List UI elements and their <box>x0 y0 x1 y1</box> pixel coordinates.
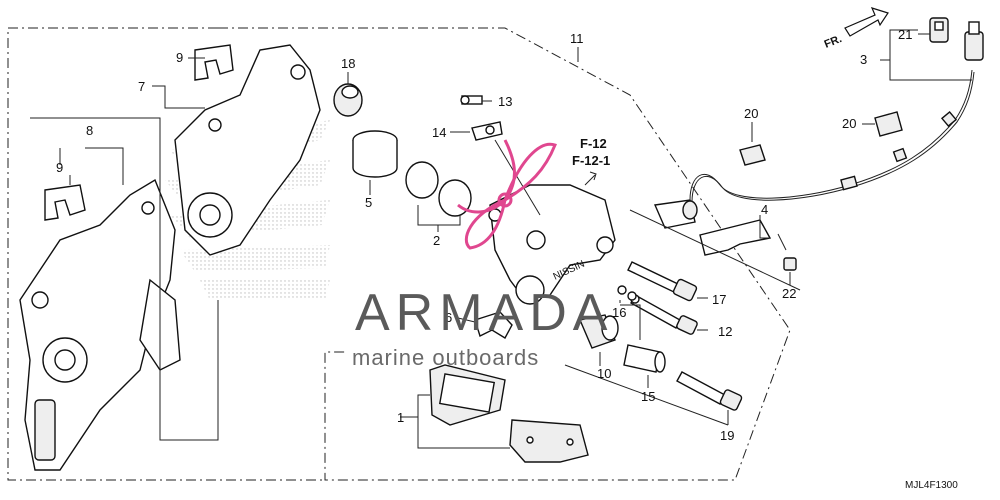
front-direction-label: FR. <box>823 33 844 51</box>
spring-16[interactable] <box>617 285 637 301</box>
collar-15[interactable] <box>623 344 666 373</box>
bleeder-screw-13[interactable] <box>460 95 483 105</box>
slide-pin-17[interactable] <box>627 261 698 302</box>
callout-1: 1 <box>397 410 404 425</box>
callout-19: 19 <box>720 428 734 443</box>
leaders-pins <box>564 304 729 426</box>
brake-pad-set-1[interactable] <box>429 364 589 463</box>
pin-boot-18[interactable] <box>333 83 363 117</box>
watermark-brand: ARMADA <box>355 284 613 342</box>
caliper-bracket-7[interactable] <box>174 44 321 256</box>
wheel-speed-sensor-3[interactable] <box>653 69 975 229</box>
callout-11: 11 <box>570 31 584 46</box>
callout-2: 2 <box>433 233 440 248</box>
reference-f12[interactable]: F-12 <box>580 136 607 151</box>
wire-clamp-20a[interactable] <box>739 144 766 166</box>
callout-9-lower: 9 <box>56 160 63 175</box>
callout-20-right: 20 <box>842 116 856 131</box>
pad-spring-clip-9a[interactable] <box>194 44 234 81</box>
callout-17: 17 <box>712 292 726 307</box>
piston-5[interactable] <box>352 130 398 178</box>
bolt-19[interactable] <box>676 371 743 411</box>
pad-clip-6[interactable] <box>474 311 513 339</box>
caliper-body-11[interactable]: NISSIN <box>488 184 616 305</box>
callout-4: 4 <box>761 202 768 217</box>
callout-15: 15 <box>641 389 655 404</box>
watermark-tagline: marine outboards <box>352 345 539 370</box>
reference-f12-1[interactable]: F-12-1 <box>572 153 610 168</box>
assembly-boundary <box>7 27 791 481</box>
callout-3: 3 <box>860 52 867 67</box>
callout-16: 16 <box>612 305 626 320</box>
callout-10: 10 <box>597 366 611 381</box>
main-connector[interactable] <box>964 21 984 61</box>
watermark-propeller-logo <box>457 139 557 250</box>
pad-spring-clip-9b[interactable] <box>44 184 86 221</box>
callout-21: 21 <box>898 27 912 42</box>
callout-22: 22 <box>782 286 796 301</box>
pin-sleeve-10[interactable] <box>579 314 619 349</box>
callout-14: 14 <box>432 125 446 140</box>
diagram-code: MJL4F1300 <box>905 480 958 491</box>
callout-9-upper: 9 <box>176 50 183 65</box>
callout-13: 13 <box>498 94 512 109</box>
callout-5: 5 <box>365 195 372 210</box>
caliper-bracket-8[interactable] <box>19 178 181 471</box>
leaders-left <box>30 57 219 441</box>
bolt-22[interactable] <box>777 233 797 271</box>
callout-18: 18 <box>341 56 355 71</box>
wire-clamp-20b[interactable] <box>874 111 903 137</box>
callout-12: 12 <box>718 324 732 339</box>
sensor-connector-21[interactable] <box>929 17 949 43</box>
bleeder-cap-14[interactable] <box>471 121 503 141</box>
slide-pin-12[interactable] <box>630 294 698 335</box>
callout-8: 8 <box>86 123 93 138</box>
front-direction-arrow: FR. <box>823 7 889 51</box>
callout-6: 6 <box>445 310 452 325</box>
callout-20-upper: 20 <box>744 106 758 121</box>
callout-7: 7 <box>138 79 145 94</box>
